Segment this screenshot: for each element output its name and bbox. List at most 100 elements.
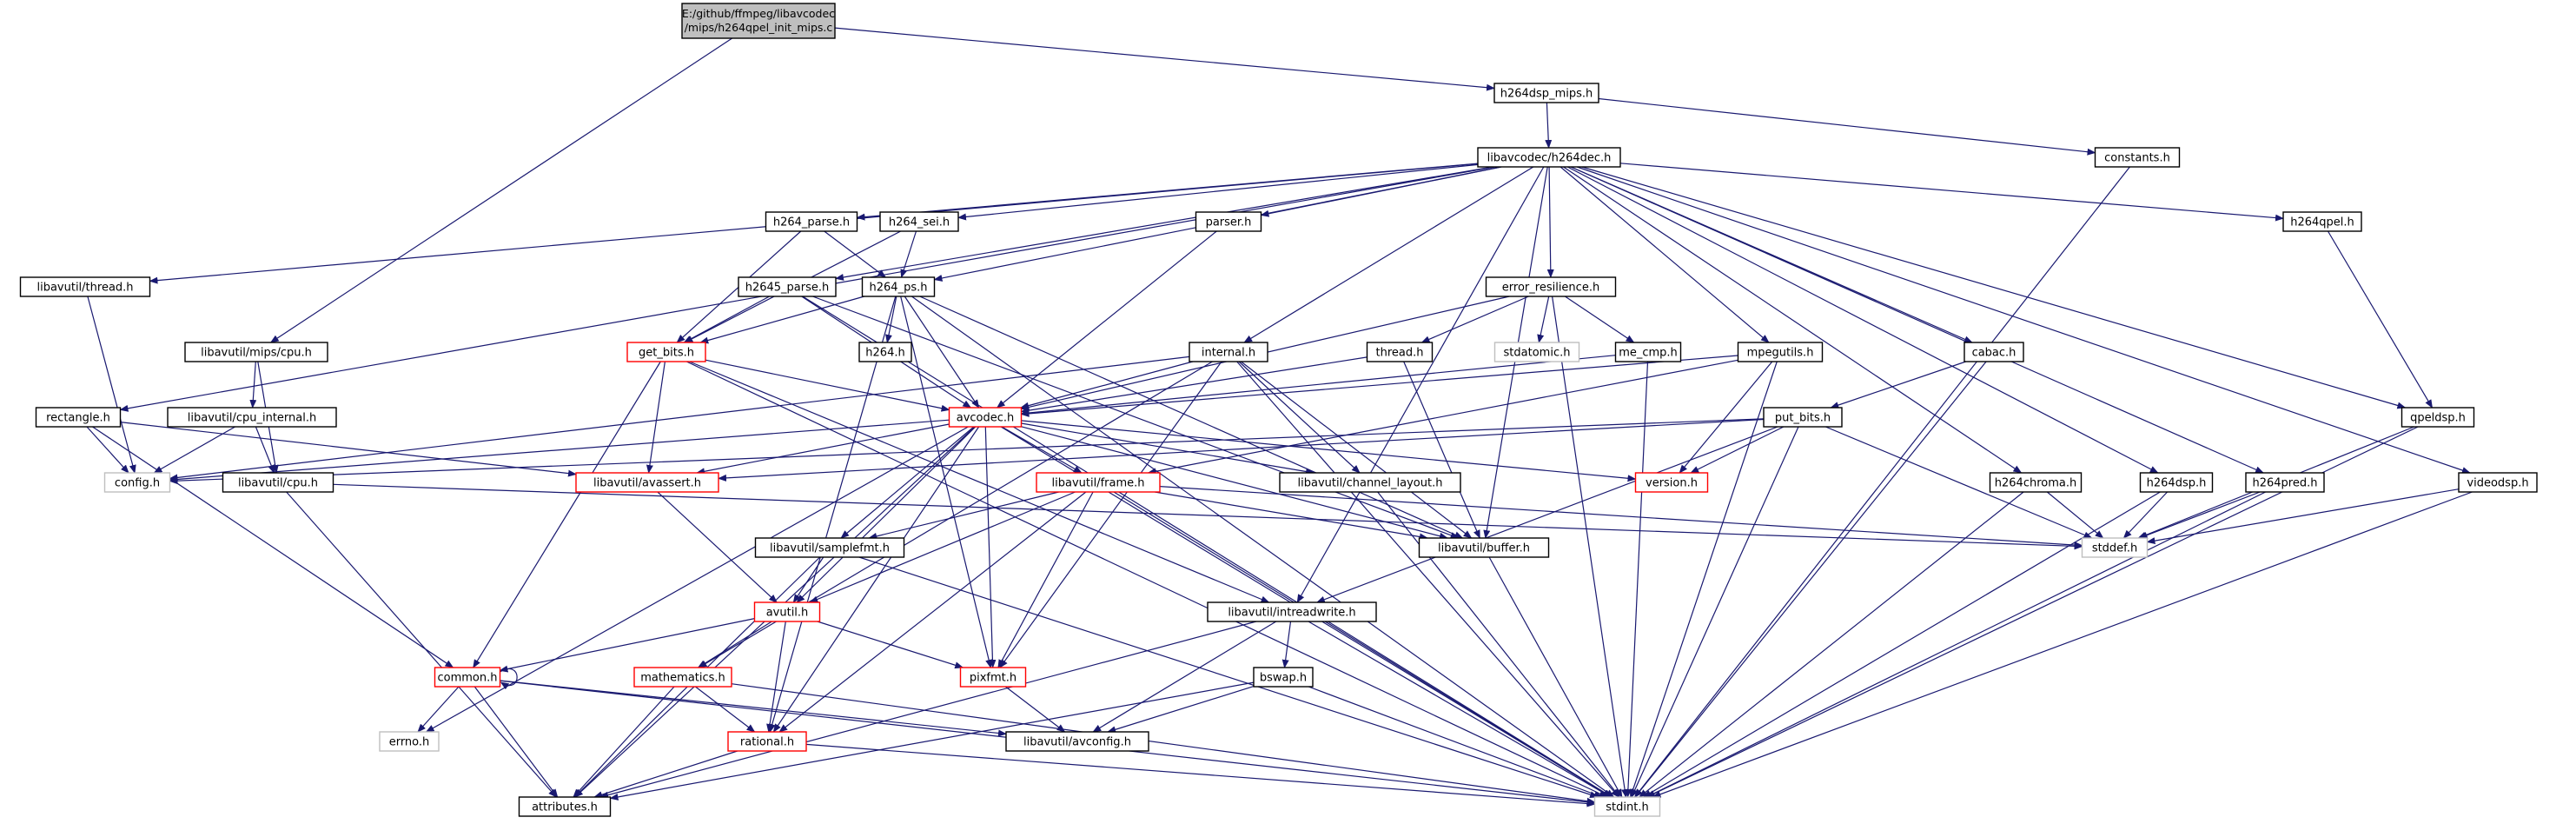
node-label: libavutil/channel_layout.h	[1298, 477, 1443, 490]
node-label: libavutil/samplefmt.h	[770, 542, 890, 555]
edge-cpu_internal-to-config	[153, 426, 235, 474]
edge-mathematics-to-stdint	[731, 683, 1596, 805]
edge-h264dsp-to-stddef	[2122, 491, 2169, 539]
node-errno[interactable]: errno.h	[379, 731, 440, 752]
node-label: bswap.h	[1260, 672, 1307, 685]
node-lavu-mips-cpu[interactable]: libavutil/mips/cpu.h	[184, 342, 328, 362]
node-me-cmp[interactable]: me_cmp.h	[1614, 342, 1682, 362]
node-box	[1279, 472, 1461, 493]
node-cpu-internal[interactable]: libavutil/cpu_internal.h	[167, 407, 337, 428]
node-mathematics[interactable]: mathematics.h	[633, 667, 732, 688]
node-version[interactable]: version.h	[1634, 472, 1709, 493]
node-rectangle[interactable]: rectangle.h	[35, 407, 122, 428]
node-label: libavcodec/h264dec.h	[1487, 152, 1612, 165]
node-attributes[interactable]: attributes.h	[518, 796, 612, 817]
edge-h264dec-to-internal	[1243, 166, 1534, 343]
node-stdatomic[interactable]: stdatomic.h	[1493, 342, 1580, 362]
node-buffer[interactable]: libavutil/buffer.h	[1418, 537, 1550, 558]
node-box	[1195, 211, 1262, 232]
node-stdint[interactable]: stdint.h	[1593, 796, 1661, 817]
edge-h264dsp_mips-to-h264dec	[1545, 102, 1553, 149]
node-lavu-cpu[interactable]: libavutil/cpu.h	[222, 472, 334, 493]
edge-avcodec-to-samplefmt	[840, 426, 975, 539]
node-qpeldsp[interactable]: qpeldsp.h	[2401, 407, 2475, 428]
node-channel-layout[interactable]: libavutil/channel_layout.h	[1279, 472, 1461, 493]
node-common[interactable]: common.h	[434, 667, 501, 688]
node-box	[1207, 601, 1377, 622]
edge-get_bits-to-avcodec	[705, 359, 950, 412]
node-box	[1989, 472, 2083, 493]
node-label: mpegutils.h	[1747, 347, 1814, 360]
edge-rational-to-stdint	[805, 743, 1596, 807]
node-lavu-frame[interactable]: libavutil/frame.h	[1036, 472, 1161, 493]
node-label: libavutil/avassert.h	[593, 477, 701, 490]
node-cabac[interactable]: cabac.h	[1963, 342, 2024, 362]
node-label: me_cmp.h	[1619, 347, 1678, 360]
node-samplefmt[interactable]: libavutil/samplefmt.h	[754, 537, 905, 558]
node-videodsp[interactable]: videodsp.h	[2458, 472, 2538, 493]
node-lavu-avassert[interactable]: libavutil/avassert.h	[575, 472, 719, 493]
node-box	[103, 472, 171, 493]
node-h264dec[interactable]: libavcodec/h264dec.h	[1477, 147, 1621, 168]
node-box	[1593, 796, 1661, 817]
node-box	[959, 667, 1027, 688]
edge-put_bits-to-intreadwrite	[1315, 426, 1778, 603]
node-label: h264chroma.h	[1995, 477, 2076, 490]
node-label: h264qpel.h	[2290, 216, 2354, 229]
node-h2645-parse[interactable]: h2645_parse.h	[738, 276, 837, 297]
node-lavu-thread[interactable]: libavutil/thread.h	[19, 276, 151, 297]
node-box	[1634, 472, 1709, 493]
node-constants[interactable]: constants.h	[2094, 147, 2181, 168]
node-get-bits[interactable]: get_bits.h	[626, 342, 706, 362]
node-error-resilience[interactable]: error_resilience.h	[1485, 276, 1617, 297]
edge-mpegutils-to-version	[1679, 361, 1773, 474]
edge-h264dec-to-intreadwrite	[1296, 166, 1545, 603]
edge-bswap-to-stdint	[1308, 686, 1603, 798]
edge-common-to-errno	[417, 686, 460, 733]
edge-h264_ps-to-get_bits	[699, 296, 864, 344]
node-h264dsp-mips[interactable]: h264dsp_mips.h	[1493, 83, 1599, 103]
node-h264-sei[interactable]: h264_sei.h	[879, 211, 959, 232]
edge-h264dec-to-h264pred	[1570, 166, 2265, 474]
edge-lavu_cpu-to-stddef	[333, 483, 2083, 550]
node-pixfmt[interactable]: pixfmt.h	[959, 667, 1027, 688]
node-h264dsp[interactable]: h264dsp.h	[2139, 472, 2214, 493]
node-label: attributes.h	[532, 801, 598, 814]
edge-rectangle-to-common	[92, 426, 454, 668]
edge-avutil-to-pixfmt	[817, 621, 964, 669]
edge-h264chroma-to-stdint	[1639, 491, 2024, 798]
node-h264[interactable]: h264.h	[858, 342, 912, 362]
node-box	[434, 667, 501, 688]
node-parser[interactable]: parser.h	[1195, 211, 1262, 232]
node-label: h264pred.h	[2253, 477, 2318, 490]
edge-intreadwrite-to-attributes	[599, 621, 1257, 799]
node-mpegutils[interactable]: mpegutils.h	[1737, 342, 1824, 362]
node-h264-parse[interactable]: h264_parse.h	[765, 211, 858, 232]
node-label: internal.h	[1202, 347, 1255, 360]
node-rational[interactable]: rational.h	[727, 731, 807, 752]
node-box	[1189, 342, 1268, 362]
node-bswap[interactable]: bswap.h	[1253, 667, 1314, 688]
dependency-edges	[86, 27, 2473, 807]
node-avutil[interactable]: avutil.h	[753, 601, 821, 622]
node-avcodec[interactable]: avcodec.h	[948, 407, 1023, 428]
node-h264-ps[interactable]: h264_ps.h	[861, 276, 936, 297]
node-h264pred[interactable]: h264pred.h	[2245, 472, 2325, 493]
node-root-source-file[interactable]: E:/github/ffmpeg/libavcodec /mips/h264qp…	[681, 3, 836, 39]
node-h264qpel[interactable]: h264qpel.h	[2282, 211, 2362, 232]
node-box	[727, 731, 807, 752]
node-thread[interactable]: thread.h	[1366, 342, 1434, 362]
node-box	[765, 211, 858, 232]
node-avconfig[interactable]: libavutil/avconfig.h	[1005, 731, 1149, 752]
node-put-bits[interactable]: put_bits.h	[1763, 407, 1843, 428]
edge-h264dec-to-error_resilience	[1546, 166, 1554, 278]
node-intreadwrite[interactable]: libavutil/intreadwrite.h	[1207, 601, 1377, 622]
node-stddef[interactable]: stddef.h	[2081, 537, 2149, 558]
node-config[interactable]: config.h	[103, 472, 171, 493]
node-label: videodsp.h	[2467, 477, 2528, 490]
node-h264chroma[interactable]: h264chroma.h	[1989, 472, 2083, 493]
node-box	[575, 472, 719, 493]
edge-mathematics-to-rational	[695, 686, 756, 733]
node-internal[interactable]: internal.h	[1189, 342, 1268, 362]
